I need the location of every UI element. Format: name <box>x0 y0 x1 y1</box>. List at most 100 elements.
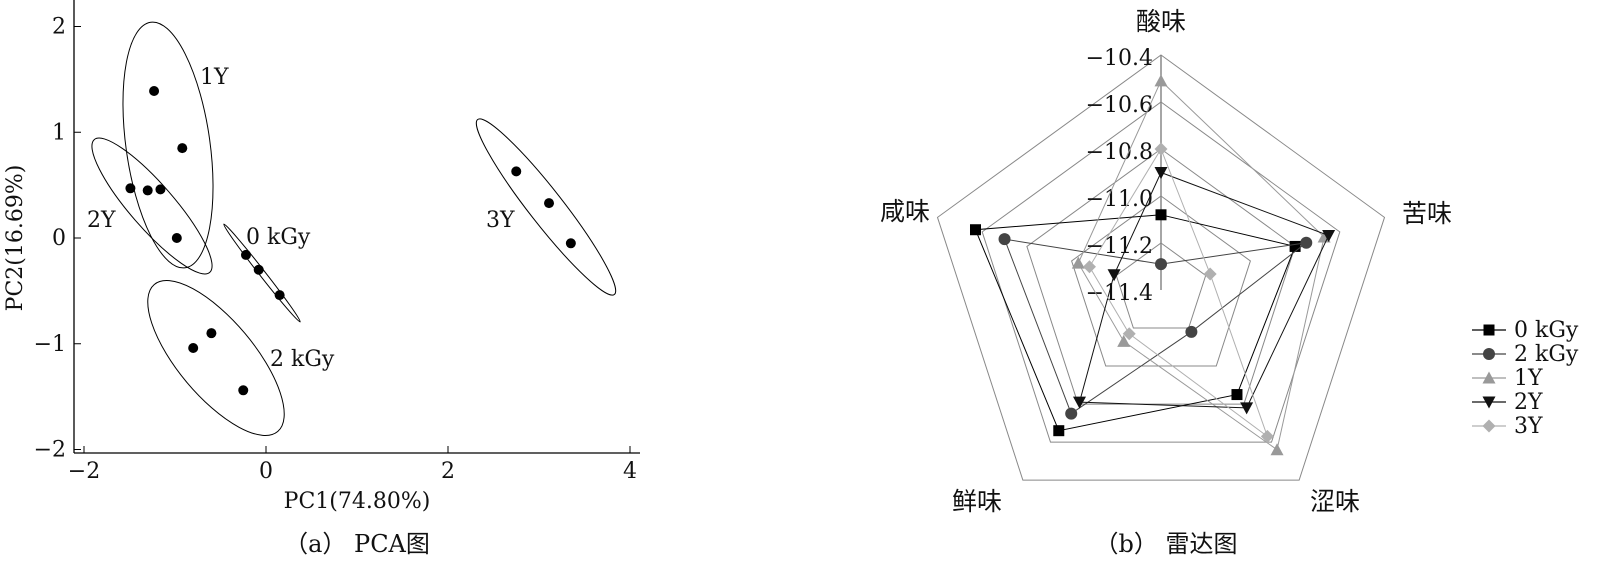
axis-label: 涩味 <box>1310 487 1360 516</box>
group-label: 0 kGy <box>246 225 311 250</box>
confidence-ellipse <box>91 137 213 275</box>
legend-item: 2 kGy <box>1472 342 1579 367</box>
confidence-ellipse <box>147 280 285 436</box>
triangle-up-marker <box>1482 371 1496 384</box>
confidence-ellipse <box>122 21 214 269</box>
data-point <box>511 166 522 177</box>
y-tick-label: −2 <box>34 438 66 463</box>
circle-marker <box>1185 325 1198 338</box>
series-0kgy <box>969 209 1301 437</box>
caption: （b） 雷达图 <box>1095 530 1238 558</box>
grid-ring <box>1071 195 1251 367</box>
radar-tick-label: −10.8 <box>1086 140 1153 165</box>
diamond-marker <box>1082 260 1096 274</box>
group-label: 2Y <box>87 208 116 233</box>
axis-label: 鲜味 <box>952 487 1002 516</box>
series-3y <box>1082 142 1274 443</box>
group-label: 2 kGy <box>270 347 335 372</box>
series-2kgy <box>998 233 1313 420</box>
triangle-up-marker <box>1270 443 1284 456</box>
data-point <box>125 183 136 194</box>
data-point <box>206 328 217 339</box>
y-axis-label: PC2(16.69%) <box>3 165 28 312</box>
triangle-down-marker <box>1107 269 1121 282</box>
data-point <box>149 86 160 97</box>
data-point <box>238 385 249 396</box>
data-point <box>274 290 285 301</box>
circle-marker <box>1155 258 1167 271</box>
series-line <box>1077 80 1325 451</box>
series-2y <box>1073 167 1336 415</box>
group-label: 3Y <box>486 208 515 233</box>
diamond-marker <box>1260 429 1274 443</box>
triangle-down-marker <box>1240 402 1254 415</box>
circle-marker <box>1483 348 1495 360</box>
triangle-up-marker <box>1154 74 1168 87</box>
series-line <box>1078 171 1330 409</box>
group-3y: 3Y <box>475 118 617 296</box>
data-point <box>544 198 555 209</box>
data-point <box>171 233 182 243</box>
legend-label: 1Y <box>1514 366 1543 391</box>
square-marker <box>1231 389 1243 401</box>
x-axis-label: PC1(74.80%) <box>284 489 431 514</box>
radar-tick-label: −10.6 <box>1086 93 1153 118</box>
group-label: 1Y <box>200 65 229 90</box>
caption: （a） PCA图 <box>284 530 430 558</box>
data-point <box>188 342 199 353</box>
data-point <box>155 184 166 195</box>
data-point <box>565 238 576 249</box>
square-marker <box>969 224 981 236</box>
triangle-up-marker <box>1117 334 1131 347</box>
radar-chart: −11.4−11.2−11.0−10.8−10.6−10.4酸味苦味涩味鲜味咸味… <box>880 7 1579 558</box>
axis-label: 酸味 <box>1136 7 1186 36</box>
x-tick-label: 2 <box>441 459 455 484</box>
circle-marker <box>998 233 1011 246</box>
y-tick-label: −1 <box>34 332 66 357</box>
axis-label: 苦味 <box>1402 199 1452 228</box>
series-line <box>974 214 1296 432</box>
group-2y: 2Y <box>87 137 213 275</box>
legend-label: 2 kGy <box>1514 342 1579 367</box>
confidence-ellipse <box>475 118 617 296</box>
grid-ring <box>1115 242 1207 329</box>
series-line <box>1003 238 1309 415</box>
legend-label: 0 kGy <box>1514 318 1579 343</box>
legend-item: 3Y <box>1472 414 1543 439</box>
radar-tick-label: −11.0 <box>1086 187 1153 212</box>
group-1y: 1Y <box>122 21 229 269</box>
triangle-down-marker <box>1482 396 1496 409</box>
circle-marker <box>1065 407 1078 420</box>
x-tick-label: 4 <box>623 459 637 484</box>
series-line <box>1088 147 1269 438</box>
diamond-marker <box>1203 267 1217 281</box>
grid-ring <box>1026 148 1296 405</box>
diamond-marker <box>1122 327 1136 341</box>
y-tick-label: 2 <box>52 15 66 40</box>
y-tick-label: 0 <box>52 226 66 251</box>
data-point <box>240 249 251 260</box>
grid-ring <box>981 101 1341 443</box>
y-tick-label: 1 <box>52 120 66 145</box>
x-tick-label: 0 <box>259 459 273 484</box>
data-point <box>142 185 153 196</box>
triangle-up-marker <box>1071 256 1085 269</box>
square-marker <box>1289 240 1301 252</box>
triangle-down-marker <box>1154 167 1168 179</box>
circle-marker <box>1300 236 1313 249</box>
square-marker <box>1155 209 1167 221</box>
diamond-marker <box>1482 419 1496 433</box>
group-2kgy: 2 kGy <box>147 280 335 436</box>
radar-tick-label: −11.2 <box>1086 234 1153 259</box>
legend-label: 3Y <box>1514 414 1543 439</box>
square-marker <box>1483 324 1495 336</box>
diamond-marker <box>1154 142 1168 156</box>
legend-label: 2Y <box>1514 390 1543 415</box>
data-point <box>177 143 188 154</box>
square-marker <box>1053 425 1065 437</box>
grid-ring <box>936 54 1386 481</box>
x-tick-label: −2 <box>68 459 100 484</box>
radar-tick-label: −10.4 <box>1086 46 1153 71</box>
